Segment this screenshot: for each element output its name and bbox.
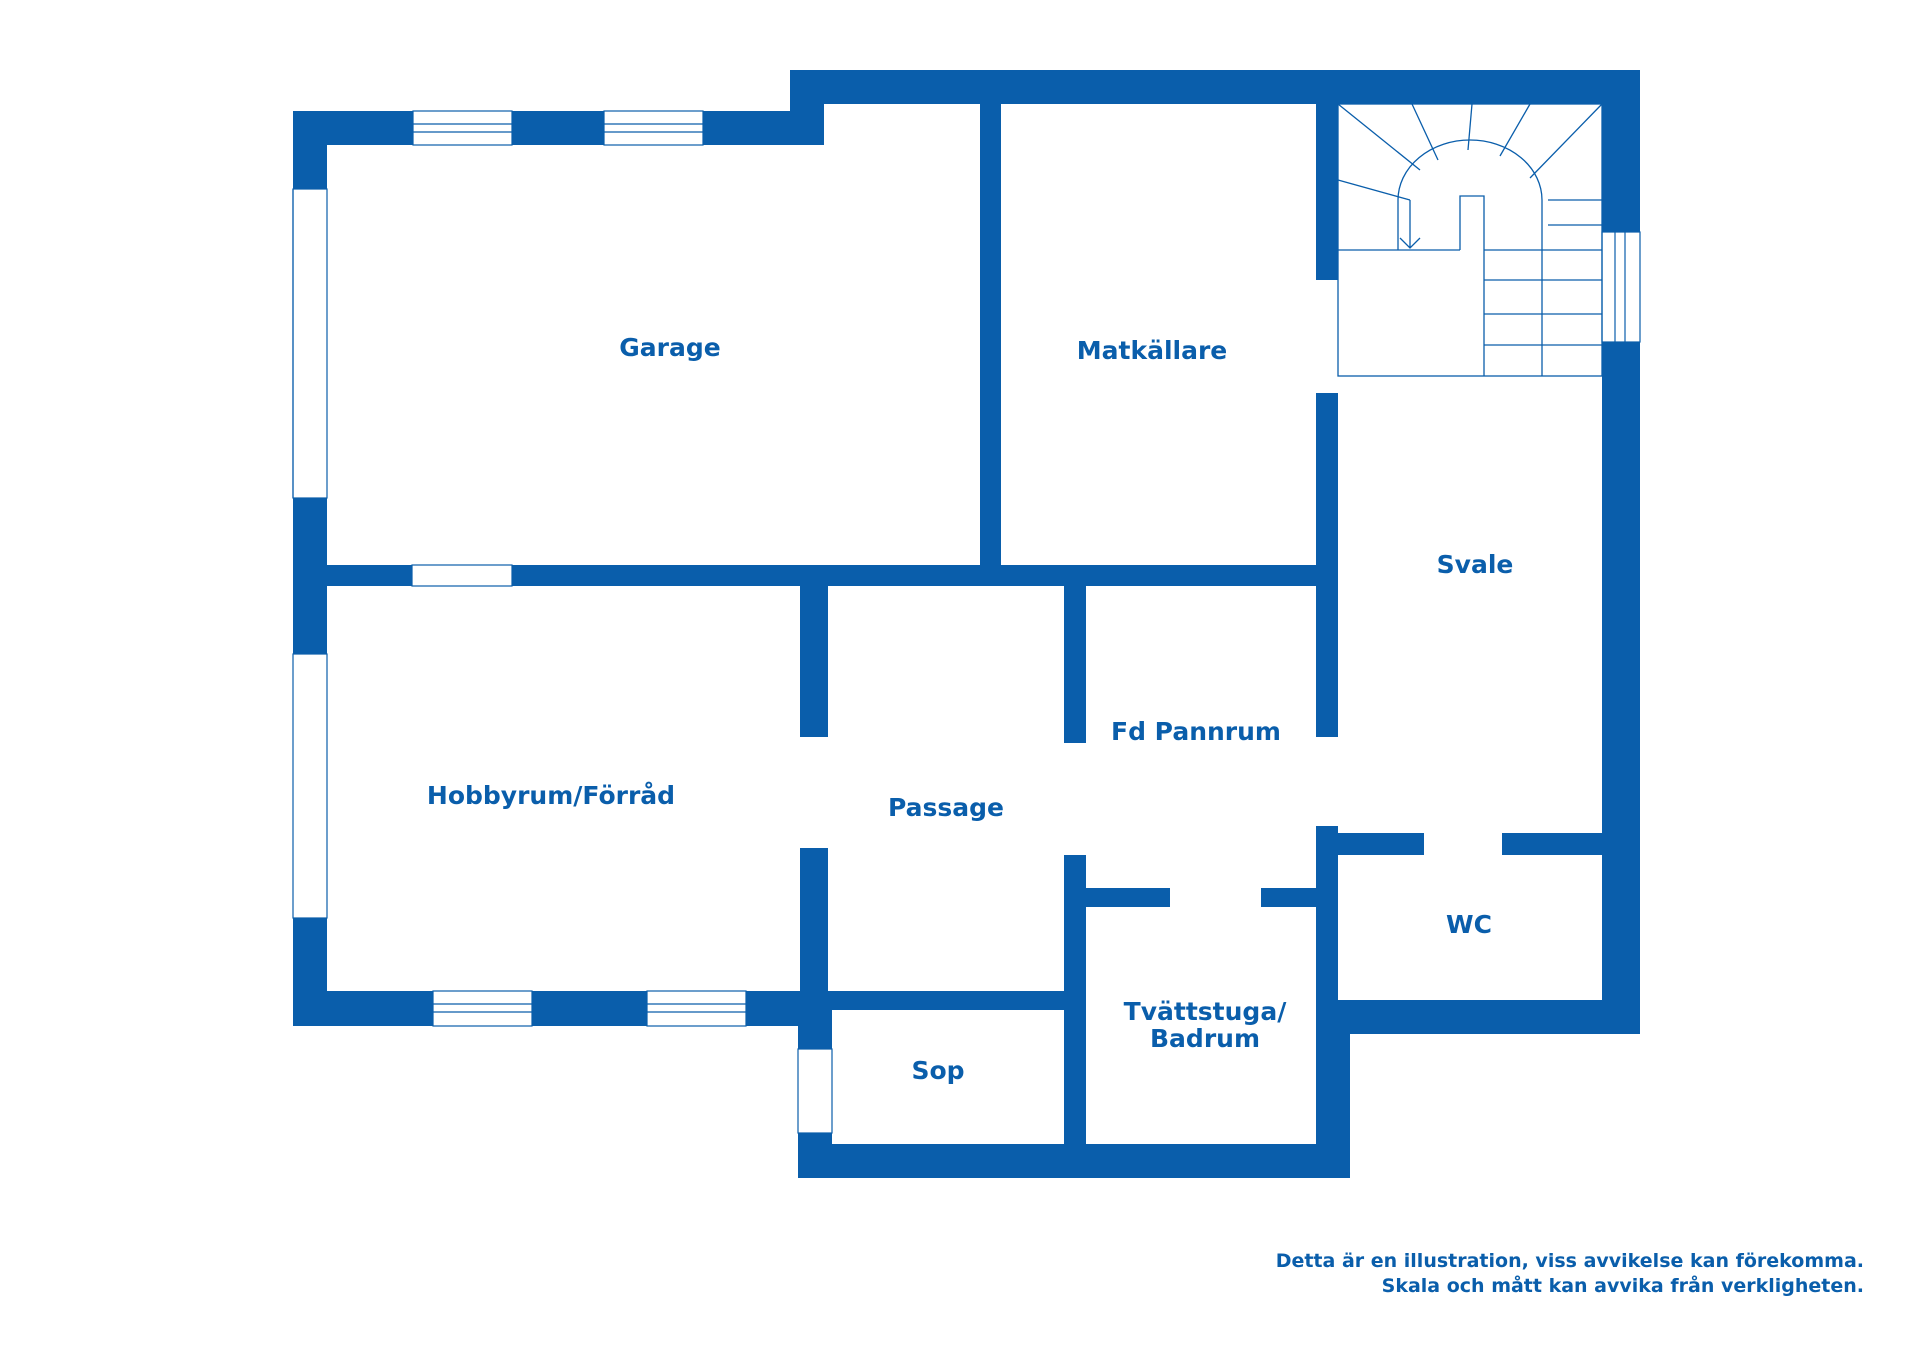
window-garage-top-2 xyxy=(603,110,704,146)
wall-left-a xyxy=(293,111,327,189)
wall-tvatt-top-a xyxy=(1086,888,1170,907)
window-garage-top-1 xyxy=(412,110,513,146)
wall-bottom xyxy=(798,1144,1350,1178)
wall-wc-top-b xyxy=(1502,833,1602,855)
wall-stair-a xyxy=(1316,104,1338,280)
wall-bottom-left-b xyxy=(532,991,647,1026)
window-hobby-bottom-1 xyxy=(432,990,533,1027)
label-fd-pannrum: Fd Pannrum xyxy=(1111,717,1281,746)
label-tvattstuga-line2: Badrum xyxy=(1150,1024,1260,1053)
window-garage-hobby xyxy=(411,564,513,587)
wall-passage-sop xyxy=(828,991,1086,1010)
windows xyxy=(292,110,1641,1134)
wall-passage-pannrum xyxy=(1064,586,1086,743)
wall-wc-bottom xyxy=(1316,1000,1640,1034)
wall-wc-left xyxy=(1316,826,1338,1034)
label-sop: Sop xyxy=(911,1056,964,1085)
walls xyxy=(293,70,1640,1178)
wall-right-a xyxy=(1602,70,1640,232)
disclaimer-line-1: Detta är en illustration, viss avvikelse… xyxy=(1275,1250,1864,1272)
window-stair-right xyxy=(1601,231,1641,343)
wall-tvatt-top-b xyxy=(1261,888,1316,907)
label-wc: WC xyxy=(1446,910,1492,939)
wall-hobby-passage-b xyxy=(800,848,828,1011)
wall-bottom-left-a xyxy=(293,991,433,1026)
wall-wc-top-a xyxy=(1316,833,1424,855)
wall-sop-tvatt xyxy=(1064,855,1086,1145)
wall-hobby-passage-a xyxy=(800,586,828,737)
stair-arrow-icon xyxy=(1399,200,1421,249)
disclaimer: Detta är en illustration, viss avvikelse… xyxy=(1276,1249,1864,1299)
label-passage: Passage xyxy=(888,793,1004,822)
wall-top-left-b xyxy=(512,111,604,145)
room-labels: Garage Matkällare Svale Hobbyrum/Förråd … xyxy=(427,333,1513,1085)
window-hobby-bottom-2 xyxy=(646,990,747,1027)
label-svale: Svale xyxy=(1437,550,1514,579)
wall-top-left-c xyxy=(703,111,824,145)
label-tvattstuga-line1: Tvättstuga/ xyxy=(1124,997,1288,1026)
window-hobby-left xyxy=(292,653,328,919)
wall-stair-b xyxy=(1316,393,1338,737)
wall-top-right xyxy=(790,70,1640,104)
window-garage-door xyxy=(292,188,328,499)
wall-mid-b xyxy=(512,565,1327,586)
window-sop-left xyxy=(797,1048,833,1134)
stair-outline xyxy=(1337,103,1603,377)
label-garage: Garage xyxy=(619,333,720,362)
wall-mid-a xyxy=(293,565,412,586)
disclaimer-line-2: Skala och mått kan avvika från verklighe… xyxy=(1381,1275,1864,1297)
wall-right-b xyxy=(1602,342,1640,1034)
label-hobbyrum: Hobbyrum/Förråd xyxy=(427,781,675,810)
staircase xyxy=(1337,103,1603,377)
wall-garage-matkallare xyxy=(980,104,1001,566)
label-matkallare: Matkällare xyxy=(1077,336,1228,365)
